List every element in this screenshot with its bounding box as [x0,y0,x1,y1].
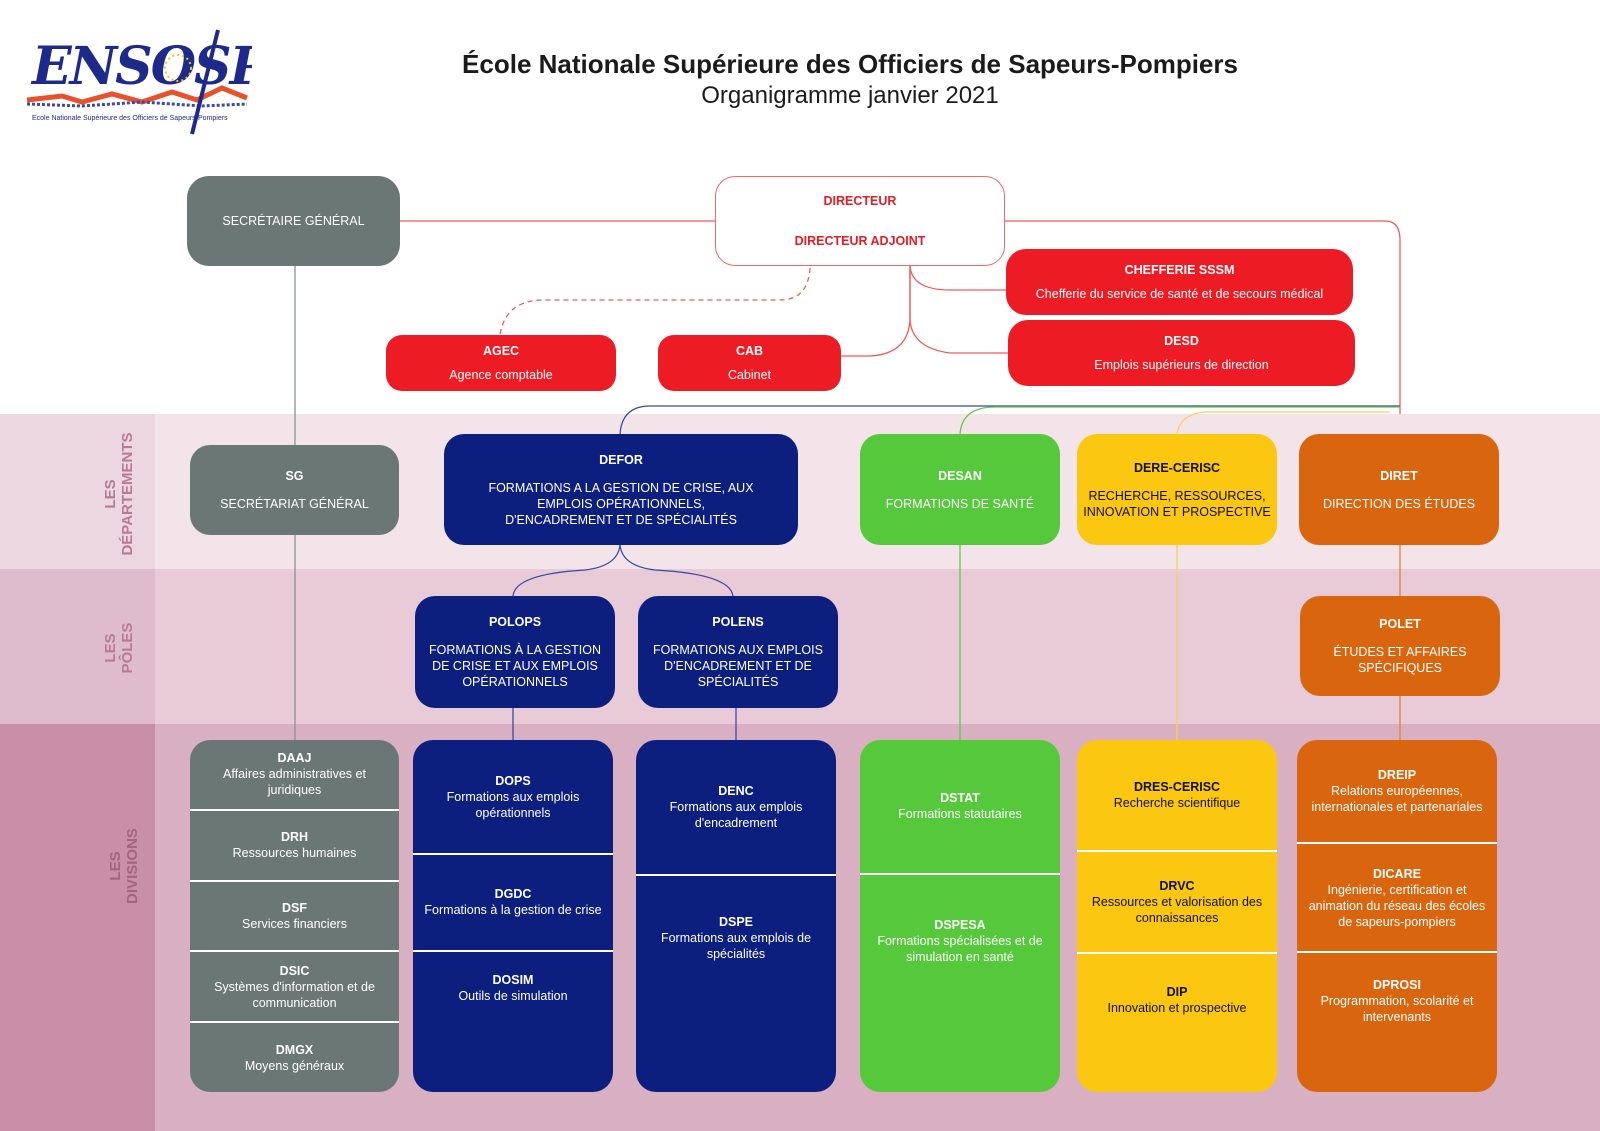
band-label-divisions [0,724,155,1131]
division-dosim[interactable]: DOSIM Outils de simulation [413,949,613,1092]
division-dsic[interactable]: DSIC Systèmes d'information et de commun… [190,950,399,1021]
division-dip[interactable]: DIP Innovation et prospective [1077,952,1277,1092]
divisions-diret-stack: DREIP Relations européennes, internation… [1297,740,1497,1092]
ensosp-logo: ENSOSP Ecole Nationale Supérieure des Of… [22,22,273,137]
division-dmgx[interactable]: DMGX Moyens généraux [190,1021,399,1092]
division-dspesa[interactable]: DSPESA Formations spécialisées et de sim… [860,872,1060,1092]
agec-box[interactable]: AGEC Agence comptable [386,335,616,391]
dept-diret-box[interactable]: DIRET DIRECTION DES ÉTUDES [1299,434,1499,545]
band-label-poles [0,569,155,724]
dept-sg-box[interactable]: SG SECRÉTARIAT GÉNÉRAL [190,445,399,535]
secretaire-general-box[interactable]: SECRÉTAIRE GÉNÉRAL [187,176,400,266]
pole-polet-box[interactable]: POLET ÉTUDES ET AFFAIRES SPÉCIFIQUES [1300,596,1500,696]
division-dgdc[interactable]: DGDC Formations à la gestion de crise [413,853,613,950]
division-denc[interactable]: DENC Formations aux emplois d'encadremen… [669,784,803,831]
pole-polens-box[interactable]: POLENS FORMATIONS AUX EMPLOIS D'ENCADREM… [638,596,838,708]
division-dspe[interactable]: DSPE Formations aux emplois de spécialit… [636,874,836,1092]
divisions-polops-stack: DOPS Formations aux emplois opérationnel… [413,740,613,1092]
division-dstat[interactable]: DSTAT Formations statutaires [898,791,1022,822]
dept-dere-cerisc-box[interactable]: DERE-CERISC RECHERCHE, RESSOURCES, INNOV… [1077,434,1277,545]
divisions-desan-stack: DSTAT Formations statutaires DSPESA Form… [860,740,1060,1092]
page-header: École Nationale Supérieure des Officiers… [400,48,1300,112]
dept-defor-box[interactable]: DEFOR FORMATIONS A LA GESTION DE CRISE, … [444,434,798,545]
divisions-polens-stack: DENC Formations aux emplois d'encadremen… [636,740,836,1092]
dept-desan-box[interactable]: DESAN FORMATIONS DE SANTÉ [860,434,1060,545]
division-dsf[interactable]: DSF Services financiers [190,879,399,951]
division-dprosi[interactable]: DPROSI Programmation, scolarité et inter… [1297,951,1497,1092]
division-drvc[interactable]: DRVC Ressources et valorisation des conn… [1077,849,1277,952]
directeur-adjoint-label: DIRECTEUR ADJOINT [794,234,926,248]
page-title: École Nationale Supérieure des Officiers… [462,49,1238,79]
division-daaj[interactable]: DAAJ Affaires administratives et juridiq… [223,751,366,798]
division-dicare[interactable]: DICARE Ingénierie, certification et anim… [1297,842,1497,951]
chefferie-sssm-box[interactable]: CHEFFERIE SSSM Chefferie du service de s… [1006,249,1353,315]
cab-box[interactable]: CAB Cabinet [658,335,841,391]
division-drh[interactable]: DRH Ressources humaines [190,808,399,880]
division-dops[interactable]: DOPS Formations aux emplois opérationnel… [446,773,580,820]
division-dres-cerisc[interactable]: DRES-CERISC Recherche scientifique [1113,779,1241,810]
directeur-label: DIRECTEUR [823,194,897,208]
svg-text:Ecole Nationale Supérieure des: Ecole Nationale Supérieure des Officiers… [32,115,228,122]
svg-text:ENSOSP: ENSOSP [30,36,252,97]
divisions-sg-stack: DAAJ Affaires administratives et juridiq… [190,740,399,1092]
directeur-box[interactable]: DIRECTEUR DIRECTEUR ADJOINT [715,176,1005,266]
division-dreip[interactable]: DREIP Relations européennes, internation… [1311,768,1483,815]
logo-graphic: ENSOSP Ecole Nationale Supérieure des Of… [26,29,273,135]
pole-polops-box[interactable]: POLOPS FORMATIONS À LA GESTION DE CRISE … [415,596,615,708]
divisions-dere-stack: DRES-CERISC Recherche scientifique DRVC … [1077,740,1277,1092]
desd-box[interactable]: DESD Emplois supérieurs de direction [1008,320,1355,386]
band-label-departements [0,414,155,569]
page-subtitle: Organigramme janvier 2021 [701,82,999,109]
